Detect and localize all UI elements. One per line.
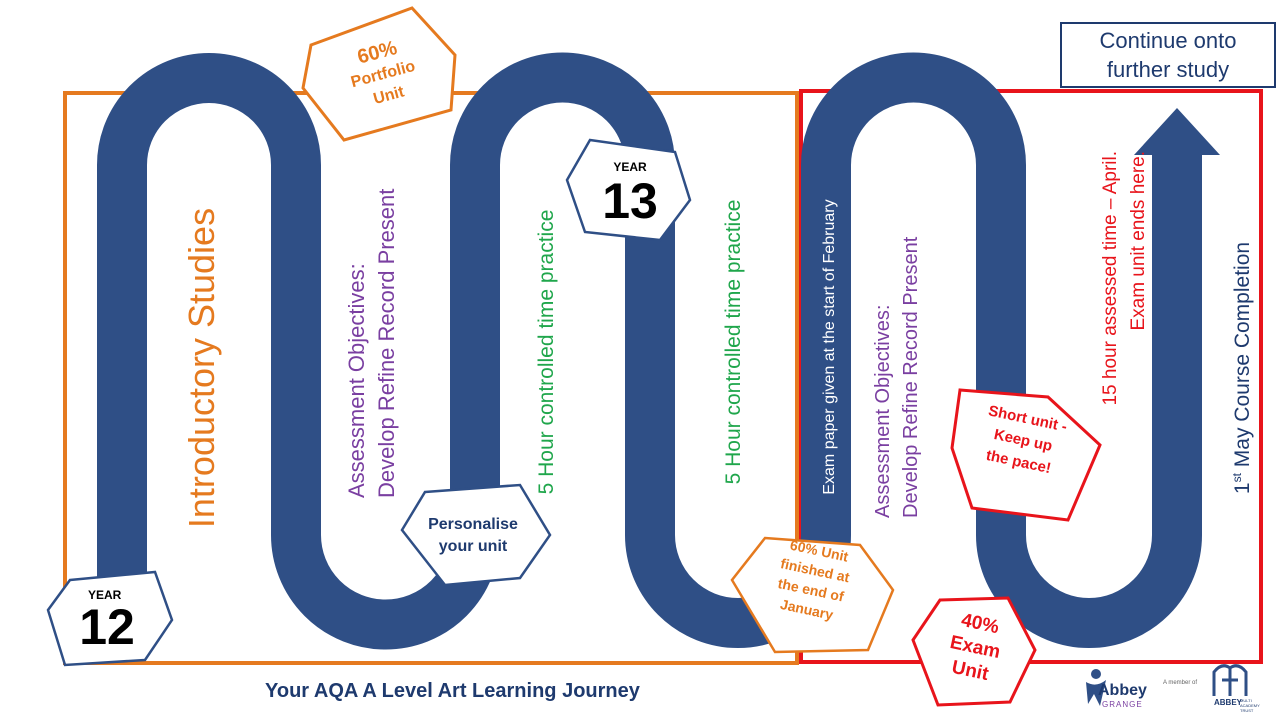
year13-badge: YEAR 13 xyxy=(585,160,675,228)
ao1-line1: Assessment Objectives: xyxy=(344,263,369,498)
unit-finished-badge-shape xyxy=(730,536,895,654)
assessed-time-block: 15 hour assessed time – April. Exam unit… xyxy=(1097,151,1153,461)
trust-emblem-icon xyxy=(1212,664,1248,696)
ao1-block: Assessment Objectives: Develop Refine Re… xyxy=(342,158,402,498)
abbey-grange-logo: Abbey GRANGE xyxy=(1080,664,1160,714)
year12-badge: YEAR 12 xyxy=(62,588,152,652)
course-completion-label: 1st May Course Completion xyxy=(1222,218,1254,518)
continue-box: Continue onto further study xyxy=(1060,22,1276,88)
ao2-line2: Develop Refine Record Present xyxy=(900,236,922,518)
year12-badge-shape xyxy=(46,570,174,667)
abbey-logo-text: Abbey xyxy=(1098,682,1147,699)
controlled-time-1: 5 Hour controlled time practice xyxy=(535,209,558,495)
intro-studies-label: Introductory Studies xyxy=(181,207,222,529)
year13-label: YEAR xyxy=(613,160,647,174)
ao2-block: Assessment Objectives: Develop Refine Re… xyxy=(869,198,925,518)
ao1-line2: Develop Refine Record Present xyxy=(374,188,399,498)
abbey-trust-logo: ABBEY MULTI ACADEMY TRUST xyxy=(1200,662,1260,718)
ao2-line1: Assessment Objectives: xyxy=(872,304,894,518)
portfolio-badge-shape xyxy=(301,6,457,142)
exam-badge-shape xyxy=(911,596,1037,707)
controlled-time-2: 5 Hour controlled time practice xyxy=(722,199,745,485)
year12-number: 12 xyxy=(79,599,135,655)
personalise-line1: Personalise xyxy=(428,516,518,533)
trust-subtext: MULTI ACADEMY TRUST xyxy=(1240,698,1260,713)
year12-label: YEAR xyxy=(88,588,122,602)
personalise-badge: Personalise your unit xyxy=(408,514,538,558)
member-text: A member of xyxy=(1163,680,1198,686)
year13-number: 13 xyxy=(602,173,658,229)
year13-badge-shape xyxy=(565,138,692,242)
personalise-badge-shape xyxy=(400,483,552,587)
abbey-trust-text: ABBEY xyxy=(1214,698,1243,707)
abbey-grange-emblem-icon xyxy=(1086,669,1106,706)
assessed-time-line1: 15 hour assessed time – April. xyxy=(1100,151,1121,406)
continue-text: Continue onto further study xyxy=(1099,28,1237,82)
completion-suffix: st xyxy=(1230,473,1244,483)
completion-rest: May Course Completion xyxy=(1231,241,1254,474)
grange-logo-text: GRANGE xyxy=(1102,700,1143,709)
footer-title: Your AQA A Level Art Learning Journey xyxy=(265,680,640,702)
exam-paper-note: Exam paper given at the start of Februar… xyxy=(821,199,838,495)
assessed-time-line2: Exam unit ends here. xyxy=(1128,151,1149,331)
short-unit-badge-shape xyxy=(950,388,1102,522)
personalise-line2: your unit xyxy=(438,538,508,555)
completion-day: 1 xyxy=(1231,482,1254,495)
arrow-head xyxy=(1134,108,1220,155)
